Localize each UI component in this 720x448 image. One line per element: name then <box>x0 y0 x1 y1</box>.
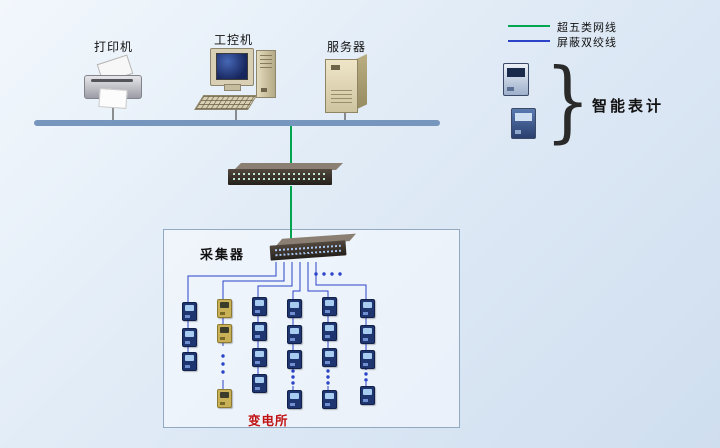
twisted-pair-wiring <box>187 262 367 398</box>
computer-tower <box>256 50 276 98</box>
industrial-computer-label: 工控机 <box>214 33 254 47</box>
legend-stp-label: 屏蔽双绞线 <box>557 37 617 49</box>
switch-ports <box>233 173 327 175</box>
meter-icon <box>252 297 267 316</box>
meter-icon <box>252 322 267 341</box>
server-label: 服务器 <box>327 40 367 54</box>
printer-label: 打印机 <box>94 40 134 54</box>
smart-meter-icon <box>511 108 536 139</box>
ellipsis-dots <box>221 272 368 385</box>
collector-ports <box>275 249 342 257</box>
legend-cat5-label: 超五类网线 <box>557 22 617 34</box>
brace-glyph: } <box>545 48 591 152</box>
monitor-stand <box>224 84 241 91</box>
monitor-icon <box>210 48 254 86</box>
meter-icon <box>322 322 337 341</box>
switch-ports <box>233 178 327 180</box>
switch-front-face <box>228 169 332 185</box>
substation-label: 变电所 <box>248 414 289 428</box>
server-side-face <box>355 54 367 110</box>
printer-paper-out <box>98 88 128 109</box>
meter-icon <box>360 350 375 369</box>
meter-icon <box>322 390 337 409</box>
smart-meter-icon <box>503 63 529 96</box>
meter-icon <box>287 325 302 344</box>
ethernet-switch-icon <box>228 163 343 186</box>
meter-icon <box>360 386 375 405</box>
meter-icon <box>182 328 197 347</box>
smart-meters-label: 智能表计 <box>592 98 665 115</box>
meter-icon <box>182 352 197 371</box>
meter-icon <box>322 348 337 367</box>
meter-icon <box>360 325 375 344</box>
meter-icon <box>217 299 232 318</box>
keyboard-icon <box>194 95 258 110</box>
meter-icon <box>252 348 267 367</box>
meter-icon <box>217 324 232 343</box>
substation-box <box>163 229 460 428</box>
meter-icon <box>360 299 375 318</box>
legend-stp-line <box>508 40 550 42</box>
meter-icon <box>322 297 337 316</box>
server-front-face <box>325 59 358 113</box>
meter-icon <box>287 299 302 318</box>
server-icon <box>323 52 371 113</box>
printer-slot <box>91 79 133 82</box>
printer-icon <box>84 54 142 109</box>
legend-cat5-line <box>508 25 550 27</box>
industrial-computer-icon <box>194 46 278 112</box>
monitor-screen <box>216 53 248 80</box>
meter-icon <box>287 350 302 369</box>
collector-label: 采集器 <box>200 247 246 262</box>
meter-icon <box>217 389 232 408</box>
meter-icon <box>287 390 302 409</box>
collector-icon <box>269 233 357 264</box>
meter-icon <box>182 302 197 321</box>
meter-icon <box>252 374 267 393</box>
